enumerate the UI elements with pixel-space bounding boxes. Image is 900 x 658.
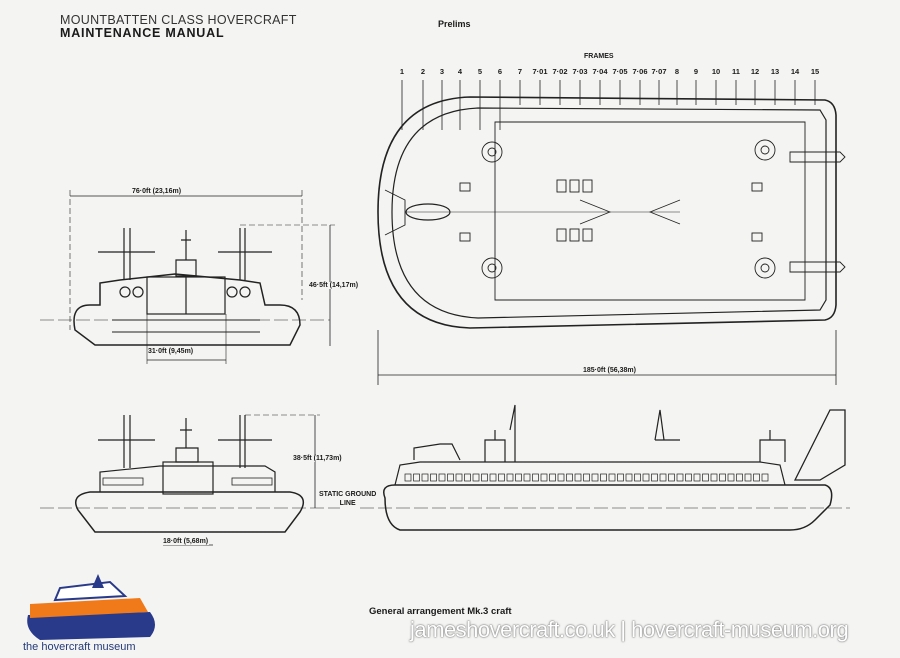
frame-label: 9 bbox=[693, 67, 699, 76]
window bbox=[642, 473, 650, 482]
frames-title: FRAMES bbox=[584, 53, 614, 60]
window bbox=[515, 473, 522, 482]
window bbox=[549, 473, 556, 482]
window bbox=[557, 473, 565, 482]
front-view bbox=[40, 190, 335, 364]
frame-label: 14 bbox=[790, 67, 800, 76]
frame-ticks bbox=[401, 80, 816, 130]
window bbox=[583, 473, 590, 482]
dimension-front-height: 46·5ft (14,17m) bbox=[308, 282, 360, 289]
window bbox=[523, 473, 531, 482]
watermark: jameshovercraft.co.uk | hovercraft-museu… bbox=[410, 617, 849, 642]
rear-view bbox=[40, 414, 340, 546]
dimension-rear-height: 38·5ft (11,73m) bbox=[292, 455, 343, 462]
static-ground-line-label: STATIC GROUND LINE bbox=[318, 490, 377, 508]
window bbox=[625, 473, 633, 482]
window bbox=[736, 473, 743, 482]
frame-label: 6 bbox=[497, 67, 503, 76]
window bbox=[540, 473, 548, 482]
plan-view bbox=[377, 96, 846, 385]
window bbox=[761, 473, 769, 482]
frame-label: 1 bbox=[399, 67, 405, 76]
frame-label: 3 bbox=[439, 67, 445, 76]
window bbox=[676, 473, 684, 482]
hovercraft-museum-logo bbox=[27, 574, 156, 640]
frame-label: 5 bbox=[477, 67, 483, 76]
frame-label: 2 bbox=[420, 67, 426, 76]
window bbox=[506, 473, 514, 482]
frame-label: 7·03 bbox=[572, 67, 588, 76]
museum-logo-text: the hovercraft museum bbox=[23, 641, 136, 653]
frame-label: 7·02 bbox=[552, 67, 568, 76]
dimension-rear-base: 18·0ft (5,68m) bbox=[162, 538, 210, 545]
window bbox=[608, 473, 616, 482]
window bbox=[464, 473, 471, 482]
frame-label: 4 bbox=[457, 67, 463, 76]
frame-label: 7·05 bbox=[612, 67, 628, 76]
window bbox=[481, 473, 488, 482]
dimension-front-width: 76·0ft (23,16m) bbox=[131, 188, 183, 195]
frame-label: 11 bbox=[732, 67, 740, 76]
window bbox=[438, 473, 446, 482]
window bbox=[702, 473, 709, 482]
dimension-plan-length: 185·0ft (56,38m) bbox=[582, 367, 637, 374]
window bbox=[710, 473, 718, 482]
window bbox=[489, 473, 497, 482]
manual-title-line1: MOUNTBATTEN CLASS HOVERCRAFT bbox=[60, 13, 297, 27]
window bbox=[532, 473, 539, 482]
window bbox=[617, 473, 624, 482]
window bbox=[753, 473, 760, 482]
frame-label: 13 bbox=[770, 67, 780, 76]
window bbox=[685, 473, 692, 482]
frame-label: 8 bbox=[674, 67, 680, 76]
section-label: Prelims bbox=[438, 19, 471, 29]
window bbox=[404, 473, 412, 482]
window bbox=[651, 473, 658, 482]
window bbox=[591, 473, 599, 482]
window bbox=[719, 473, 726, 482]
window bbox=[498, 473, 505, 482]
window bbox=[472, 473, 480, 482]
window bbox=[455, 473, 463, 482]
window bbox=[430, 473, 437, 482]
frame-label: 7·04 bbox=[592, 67, 608, 76]
frame-label: 12 bbox=[750, 67, 760, 76]
dimension-front-base: 31·0ft (9,45m) bbox=[148, 348, 194, 355]
drawing-caption: General arrangement Mk.3 craft bbox=[369, 606, 512, 617]
frame-label: 15 bbox=[810, 67, 820, 76]
window bbox=[634, 473, 641, 482]
window bbox=[727, 473, 735, 482]
frame-label: 10 bbox=[711, 67, 721, 76]
window bbox=[600, 473, 607, 482]
window bbox=[574, 473, 582, 482]
manual-title-line2: MAINTENANCE MANUAL bbox=[60, 26, 225, 40]
side-view bbox=[360, 404, 850, 531]
window bbox=[668, 473, 675, 482]
ground-line-text-1: STATIC GROUND bbox=[319, 491, 377, 498]
window bbox=[693, 473, 701, 482]
frame-label: 7·01 bbox=[532, 67, 548, 76]
frame-label: 7 bbox=[517, 67, 523, 76]
frame-label: 7·07 bbox=[651, 67, 667, 76]
window bbox=[566, 473, 573, 482]
window bbox=[421, 473, 429, 482]
window bbox=[744, 473, 752, 482]
ground-line-text-2: LINE bbox=[339, 500, 356, 507]
window bbox=[659, 473, 667, 482]
frame-label: 7·06 bbox=[632, 67, 648, 76]
window bbox=[413, 473, 420, 482]
window bbox=[447, 473, 454, 482]
